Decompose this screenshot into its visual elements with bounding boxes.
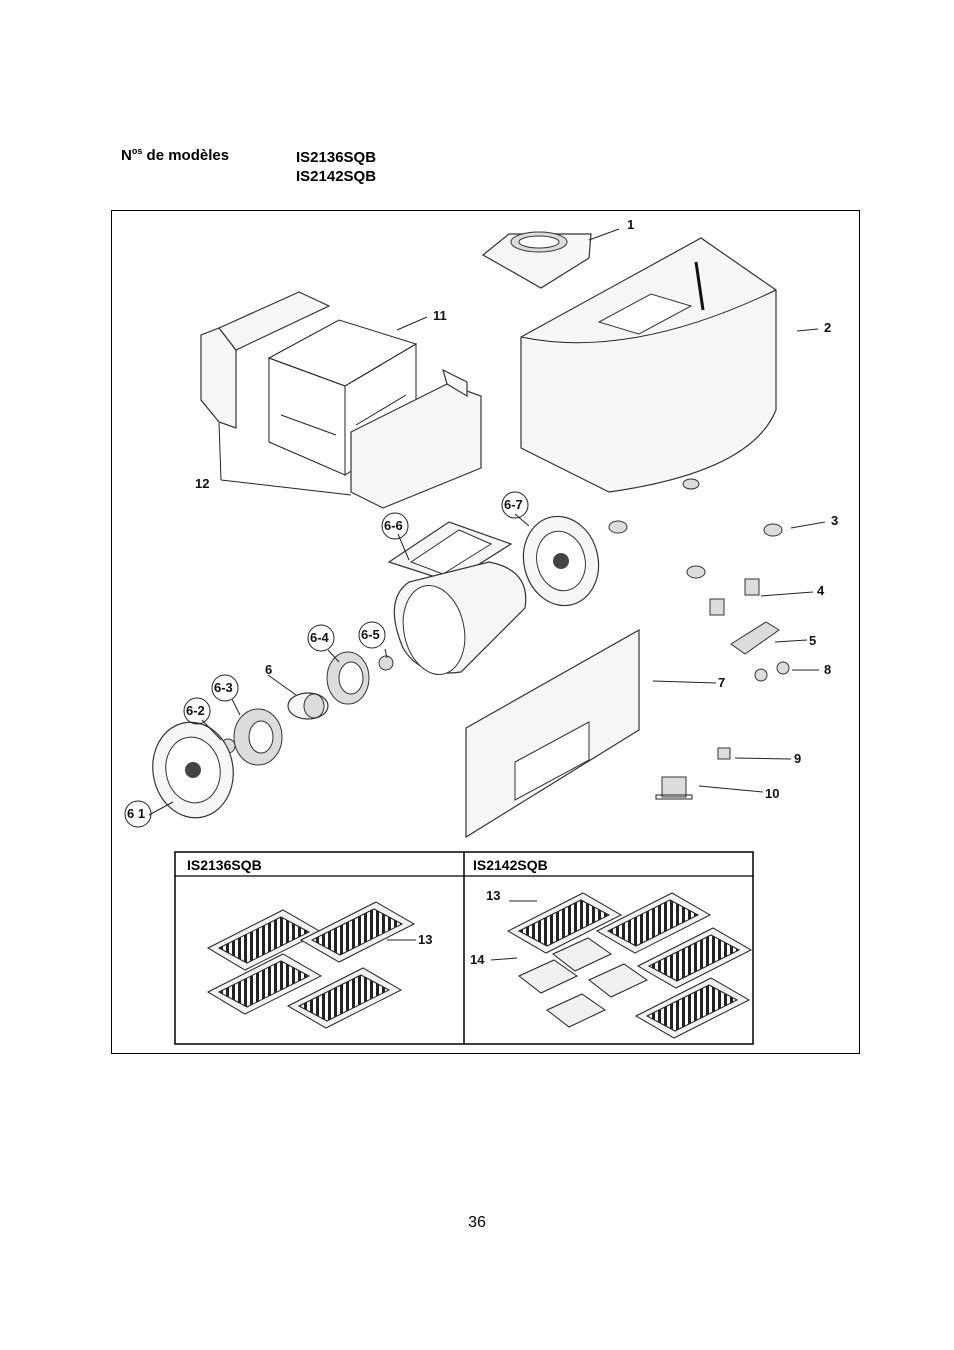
callout-6-2: 6-2 — [186, 703, 205, 718]
callout-2: 2 — [824, 320, 831, 335]
grease-filter — [595, 892, 712, 954]
blower-housing-part — [387, 521, 527, 675]
callout-4: 4 — [817, 583, 825, 598]
grease-filter — [299, 901, 416, 963]
callout-6-1: 6 1 — [127, 806, 145, 821]
callout-5: 5 — [809, 633, 816, 648]
model-numbers-label: Nos de modèles — [121, 146, 230, 164]
callout-6: 6 — [265, 662, 272, 677]
plug-part — [608, 520, 783, 579]
inlet-ring-right-part — [522, 515, 600, 607]
filter-table-left-title: IS2136SQB — [187, 857, 262, 873]
callout-6-6: 6-6 — [384, 518, 403, 533]
model-number: IS2142SQB — [296, 168, 377, 185]
callout-1: 1 — [627, 217, 634, 232]
knob-part — [754, 661, 790, 682]
callout-9: 9 — [794, 751, 801, 766]
inlet-ring-left-part — [152, 721, 234, 819]
parts-diagram-frame — [111, 210, 860, 1054]
grease-filter — [634, 977, 751, 1039]
clip-part — [709, 578, 760, 616]
charcoal-filter — [518, 937, 648, 1028]
grease-filter — [286, 967, 403, 1029]
callout-7: 7 — [718, 675, 725, 690]
grease-filter — [636, 927, 753, 989]
callout-6-3: 6-3 — [214, 680, 233, 695]
leader-lines — [148, 228, 826, 816]
filter-callout-13-right: 13 — [486, 888, 500, 903]
grease-filter — [206, 953, 323, 1015]
callout-6-4: 6-4 — [310, 630, 330, 645]
switch-part — [717, 747, 731, 760]
callout-11: 11 — [433, 308, 447, 323]
callout-6-5: 6-5 — [361, 627, 380, 642]
exploded-parts-diagram: 1 2 3 4 5 6 6 1 6-2 6-3 6-4 6-5 6-6 6-7 … — [124, 217, 838, 1045]
model-number: IS2136SQB — [296, 149, 377, 166]
grease-filter — [506, 892, 623, 954]
callout-3: 3 — [831, 513, 838, 528]
callout-6-7: 6-7 — [504, 497, 523, 512]
callout-10: 10 — [765, 786, 779, 801]
filter-callout-14: 14 — [470, 952, 485, 967]
side-panels-part — [200, 291, 482, 509]
bracket-part — [730, 621, 780, 655]
filter-table-right-title: IS2142SQB — [473, 857, 548, 873]
blower-wheel-part — [233, 651, 370, 766]
callout-12: 12 — [195, 476, 209, 491]
hood-body-part — [520, 237, 777, 493]
filter-table: IS2136SQB IS2142SQB 13 — [174, 851, 754, 1045]
callout-8: 8 — [824, 662, 831, 677]
duct-collar-part — [481, 231, 592, 289]
transformer-part — [655, 776, 693, 800]
filter-callout-13-left: 13 — [418, 932, 432, 947]
control-panel-part — [465, 628, 640, 839]
model-number-list: IS2136SQB IS2142SQB — [296, 148, 376, 186]
page-number: 36 — [468, 1214, 486, 1231]
motor-part — [287, 692, 329, 720]
